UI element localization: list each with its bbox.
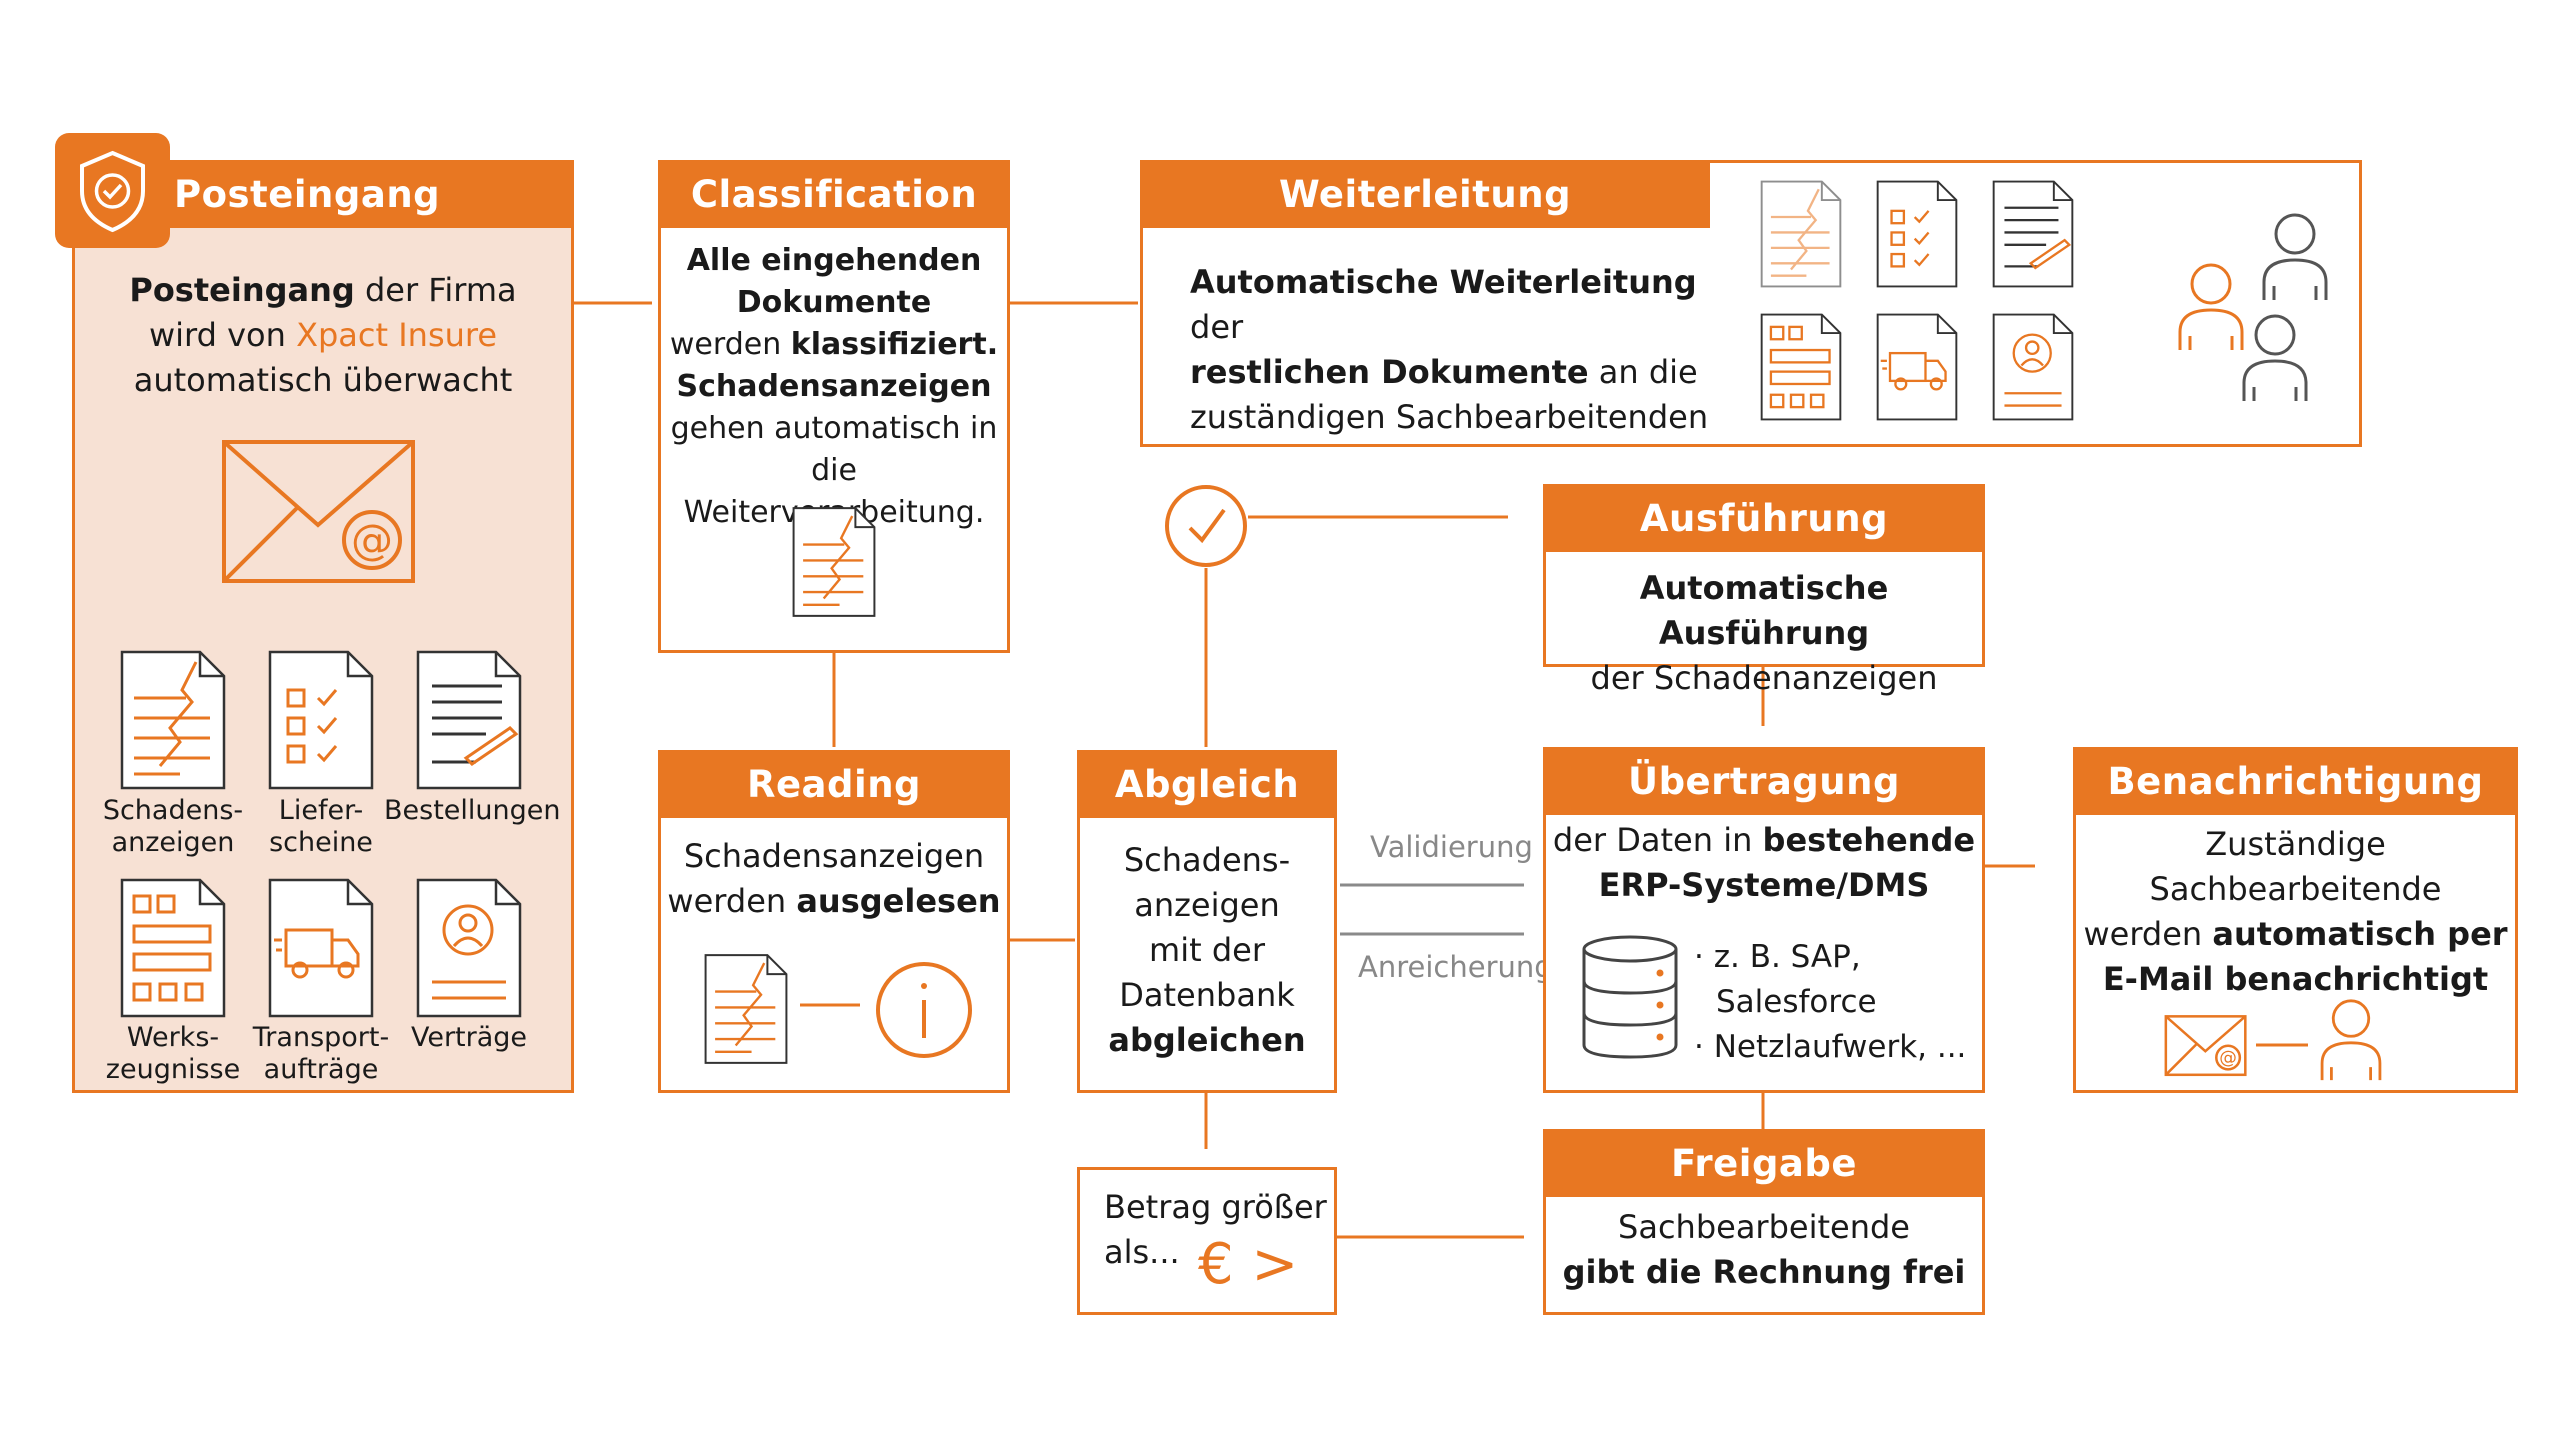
damage-report-icon xyxy=(1760,180,1842,288)
uebertragung-title: Übertragung xyxy=(1628,759,1900,803)
posteingang-title: Posteingang xyxy=(174,172,441,216)
uebertragung-header: Übertragung xyxy=(1543,747,1985,815)
notify-inner-arrow xyxy=(2256,1034,2311,1056)
envelope-at-icon: @ xyxy=(222,440,415,583)
svg-text:@: @ xyxy=(351,515,393,564)
doc-label-lieferscheine: Liefer-scheine xyxy=(269,795,373,858)
ausfuehrung-text: Automatische Ausführung der Schadenanzei… xyxy=(1590,569,1938,697)
reading-text: Schadensanzeigen werden ausgelesen xyxy=(667,837,1001,920)
ausfuehrung-title: Ausführung xyxy=(1639,496,1889,540)
freigabe-title: Freigabe xyxy=(1671,1141,1857,1185)
truck-icon xyxy=(1876,313,1958,421)
edge-label-anreicherung: Anreicherung xyxy=(1358,950,1553,984)
uebertragung-text: der Daten in bestehende ERP-Systeme/DMS xyxy=(1552,821,1976,904)
damage-report-icon xyxy=(792,507,876,617)
classification-text: Alle eingehenden Dokumente werden klassi… xyxy=(669,243,999,530)
ausfuehrung-header: Ausführung xyxy=(1543,484,1985,552)
abgleich-text: Schadens- anzeigen mit der Datenbank abg… xyxy=(1108,841,1306,1059)
contract-icon xyxy=(1992,313,2074,421)
check-circle-icon xyxy=(1165,485,1247,567)
freigabe-header: Freigabe xyxy=(1543,1129,1985,1197)
doc-label-schadensanzeigen: Schadens-anzeigen xyxy=(102,795,244,858)
order-icon xyxy=(416,650,522,790)
svg-text:@: @ xyxy=(2219,1048,2237,1068)
database-icon xyxy=(1582,935,1678,1059)
weiterleitung-title: Weiterleitung xyxy=(1278,172,1572,216)
weiterleitung-header: Weiterleitung xyxy=(1140,160,1710,228)
benachrichtigung-text: Zuständige Sachbearbeitende werden autom… xyxy=(2083,825,2508,998)
shield-check-icon xyxy=(55,133,170,248)
posteingang-header: Posteingang xyxy=(144,160,574,228)
person-icon xyxy=(2178,263,2244,350)
person-icon xyxy=(2320,999,2382,1081)
posteingang-text: Posteingang der Firma wird von Xpact Ins… xyxy=(129,271,517,399)
person-icon xyxy=(2262,213,2328,300)
freigabe-text: Sachbearbeitende gibt die Rechnung frei xyxy=(1562,1208,1966,1291)
certificate-icon xyxy=(1760,313,1842,421)
truck-icon xyxy=(268,878,374,1018)
certificate-icon xyxy=(120,878,226,1018)
checklist-icon xyxy=(1876,180,1958,288)
person-icon xyxy=(2242,314,2308,401)
betrag-text: Betrag größer als... xyxy=(1104,1188,1327,1271)
edge-label-validierung: Validierung xyxy=(1370,830,1533,864)
reading-title: Reading xyxy=(746,762,922,806)
order-icon xyxy=(1992,180,2074,288)
doc-label-bestellungen: Bestellungen xyxy=(384,795,561,826)
euro-greater-symbol: € > xyxy=(1198,1232,1299,1297)
damage-report-icon xyxy=(704,954,788,1064)
abgleich-title: Abgleich xyxy=(1114,762,1300,806)
damage-report-icon xyxy=(120,650,226,790)
betrag-box xyxy=(1077,1167,1337,1315)
weiterleitung-text: Automatische Weiterleitung der restliche… xyxy=(1190,263,1709,436)
checklist-icon xyxy=(268,650,374,790)
info-icon xyxy=(876,962,972,1058)
classification-title: Classification xyxy=(690,172,978,216)
benachrichtigung-title: Benachrichtigung xyxy=(2107,759,2484,803)
doc-label-transportauftraege: Transport-aufträge xyxy=(252,1022,390,1085)
uebertragung-bullets: · z. B. SAP, Salesforce · Netzlaufwerk, … xyxy=(1694,939,1967,1065)
abgleich-header: Abgleich xyxy=(1077,750,1337,818)
contract-icon xyxy=(416,878,522,1018)
classification-header: Classification xyxy=(658,160,1010,228)
envelope-at-icon: @ xyxy=(2164,1015,2247,1077)
reading-inner-arrow xyxy=(800,994,863,1016)
doc-label-werkszeugnisse: Werks-zeugnisse xyxy=(105,1022,241,1085)
reading-header: Reading xyxy=(658,750,1010,818)
benachrichtigung-header: Benachrichtigung xyxy=(2073,747,2518,815)
doc-label-vertraege: Verträge xyxy=(410,1022,528,1053)
